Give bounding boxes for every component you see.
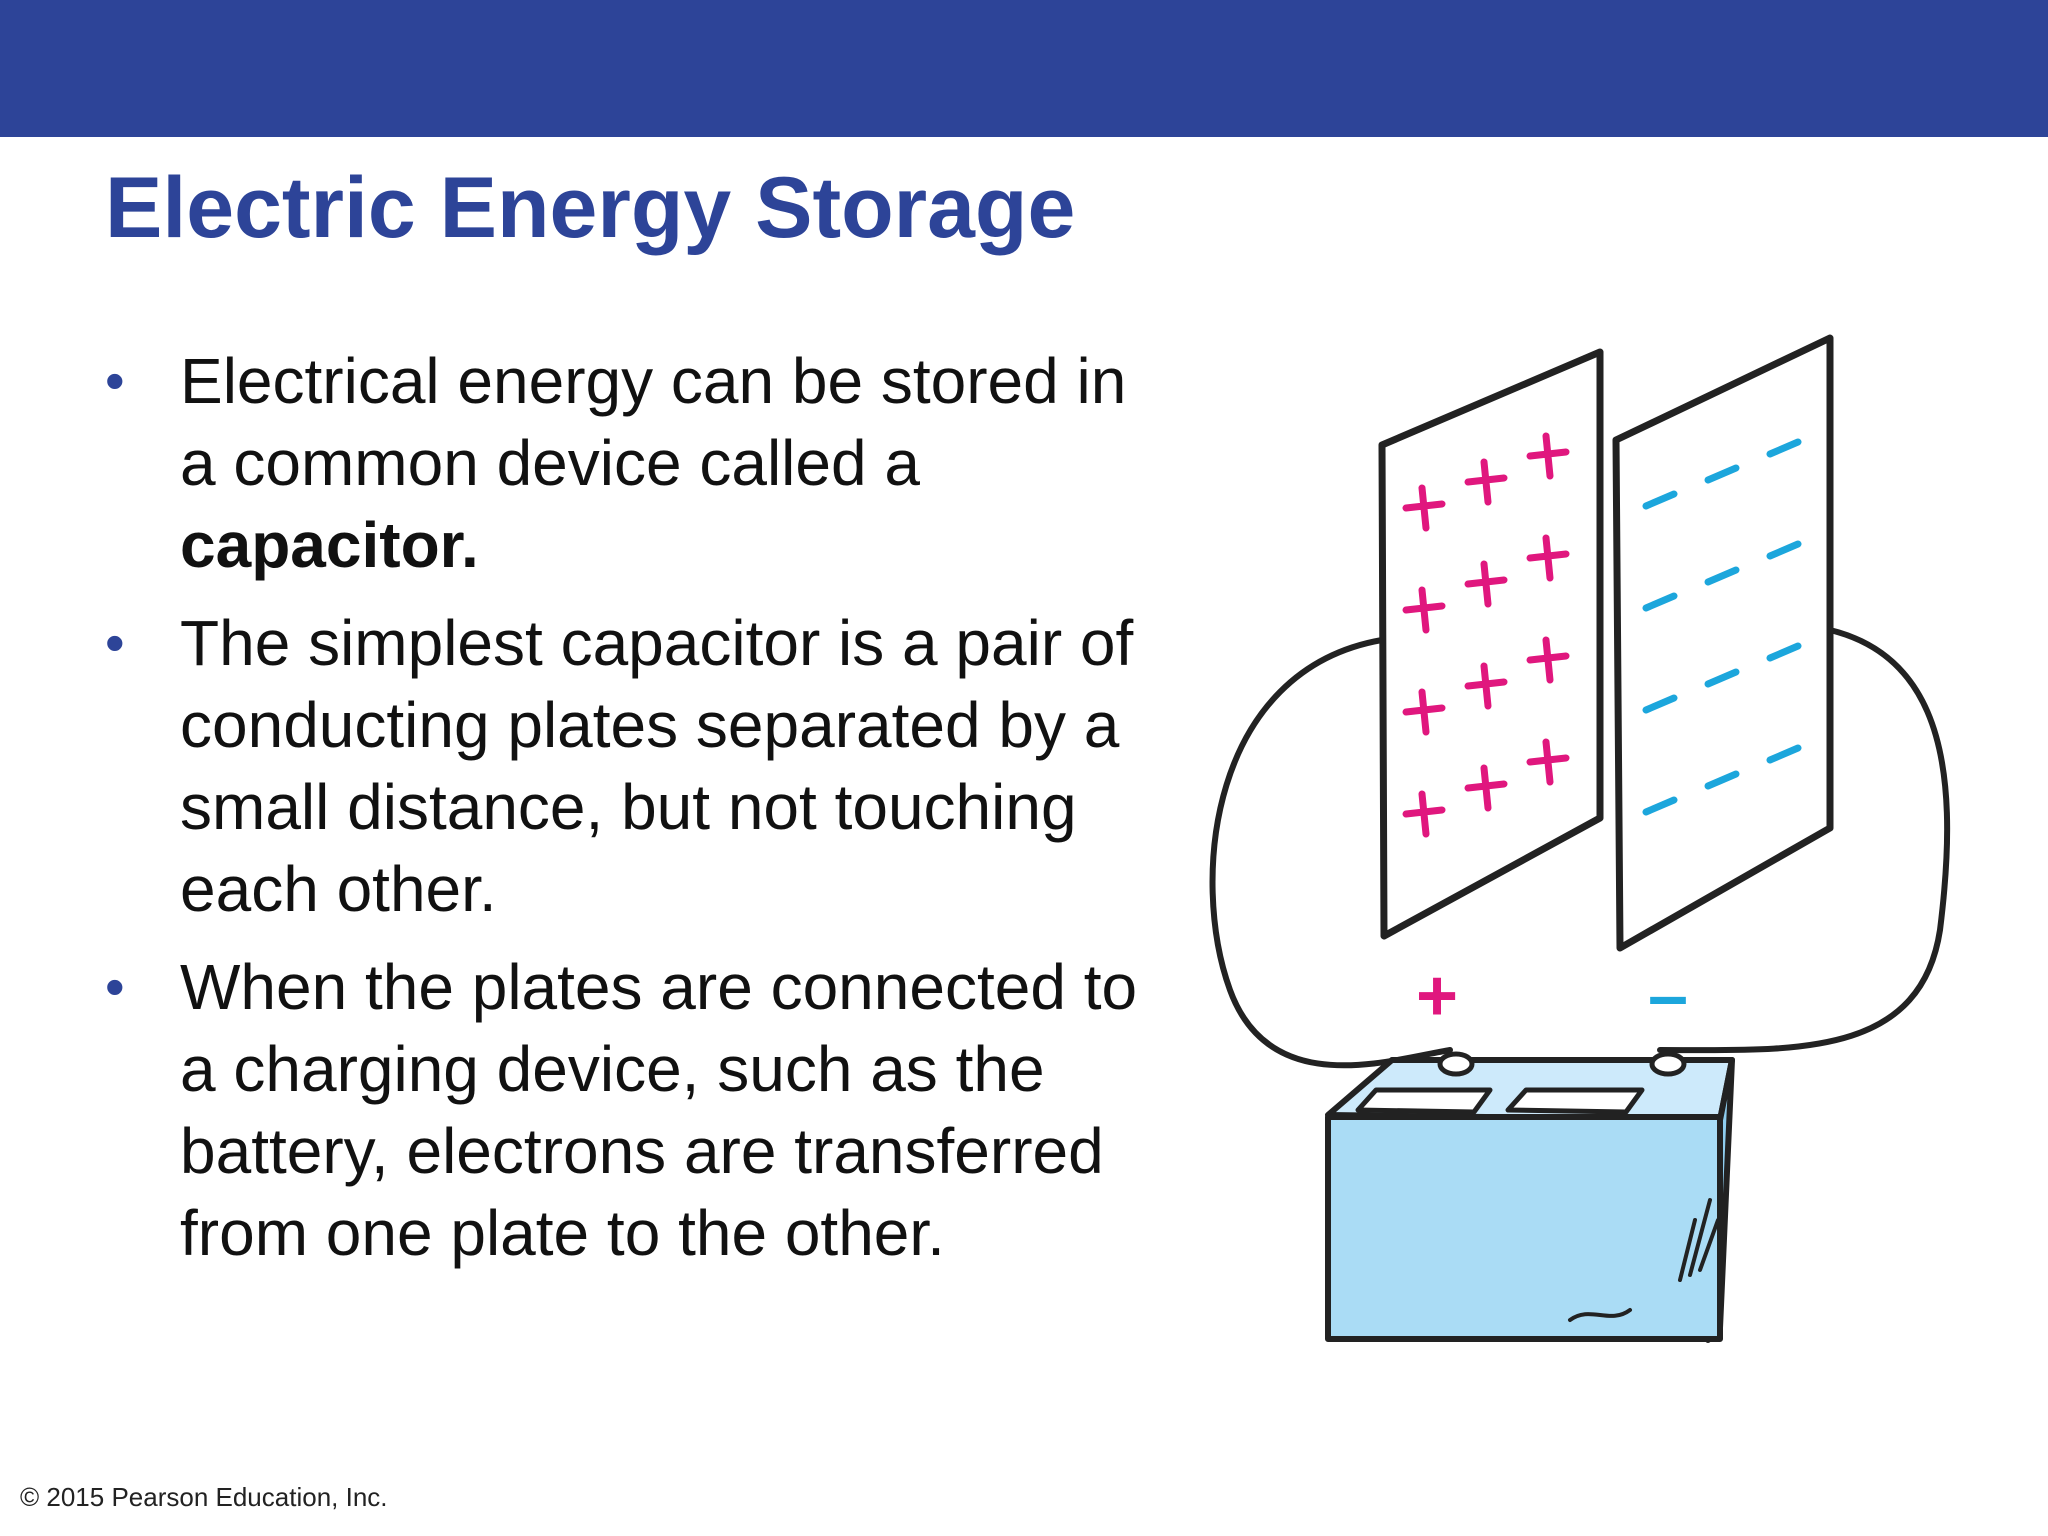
bullet-dot-icon: • xyxy=(105,955,125,1018)
minus-sign-icon xyxy=(1642,490,1678,510)
negative-charges xyxy=(1642,438,1802,816)
plus-sign-icon xyxy=(1464,764,1508,812)
minus-sign-icon xyxy=(1766,642,1802,662)
battery-cap-right xyxy=(1505,1087,1645,1115)
positive-terminal xyxy=(1437,1051,1475,1077)
plus-sign-icon xyxy=(1402,790,1446,838)
plus-sign-icon xyxy=(1526,432,1570,480)
positive-plate xyxy=(1378,348,1604,940)
minus-sign-icon xyxy=(1766,744,1802,764)
slide-title: Electric Energy Storage xyxy=(105,160,1076,256)
battery-cap-left xyxy=(1355,1087,1493,1115)
capacitor-illustration: + – xyxy=(1209,334,1951,1343)
bullet-text: Electrical energy can be stored in a com… xyxy=(180,345,1127,499)
plus-sign-icon xyxy=(1526,738,1570,786)
battery xyxy=(1325,1051,1735,1343)
negative-terminal xyxy=(1649,1051,1687,1077)
bullet-text: The simplest capacitor is a pair of cond… xyxy=(180,607,1134,925)
positive-terminal-sign: + xyxy=(1416,956,1458,1036)
minus-sign-icon xyxy=(1704,770,1740,790)
bullet-dot-icon: • xyxy=(105,611,125,674)
negative-terminal-sign: – xyxy=(1648,956,1688,1036)
negative-plate xyxy=(1612,334,1834,952)
plus-sign-icon xyxy=(1464,560,1508,608)
minus-sign-icon xyxy=(1642,592,1678,612)
minus-sign-icon xyxy=(1704,668,1740,688)
negative-wire xyxy=(1657,621,1951,1054)
battery-front xyxy=(1325,1114,1723,1342)
bullet-item: • Electrical energy can be stored in a c… xyxy=(105,340,1145,586)
positive-wire xyxy=(1209,637,1453,1069)
bullet-list: • Electrical energy can be stored in a c… xyxy=(105,340,1145,1290)
bullet-dot-icon: • xyxy=(105,349,125,412)
minus-sign-icon xyxy=(1642,694,1678,714)
header-band xyxy=(0,0,2048,137)
positive-charges xyxy=(1402,432,1570,838)
minus-sign-icon xyxy=(1704,464,1740,484)
plus-sign-icon xyxy=(1402,586,1446,634)
plus-sign-icon xyxy=(1402,484,1446,532)
battery-scribble xyxy=(1568,1198,1720,1322)
plus-sign-icon xyxy=(1464,662,1508,710)
bullet-item: • The simplest capacitor is a pair of co… xyxy=(105,602,1145,930)
bullet-bold-term: capacitor. xyxy=(180,509,479,581)
bullet-text: When the plates are connected to a charg… xyxy=(180,951,1138,1269)
minus-sign-icon xyxy=(1642,796,1678,816)
minus-sign-icon xyxy=(1766,540,1802,560)
bullet-item: • When the plates are connected to a cha… xyxy=(105,946,1145,1274)
minus-sign-icon xyxy=(1704,566,1740,586)
plus-sign-icon xyxy=(1464,458,1508,506)
minus-sign-icon xyxy=(1766,438,1802,458)
plus-sign-icon xyxy=(1526,636,1570,684)
copyright-footer: © 2015 Pearson Education, Inc. xyxy=(20,1482,388,1512)
plus-sign-icon xyxy=(1526,534,1570,582)
plus-sign-icon xyxy=(1402,688,1446,736)
